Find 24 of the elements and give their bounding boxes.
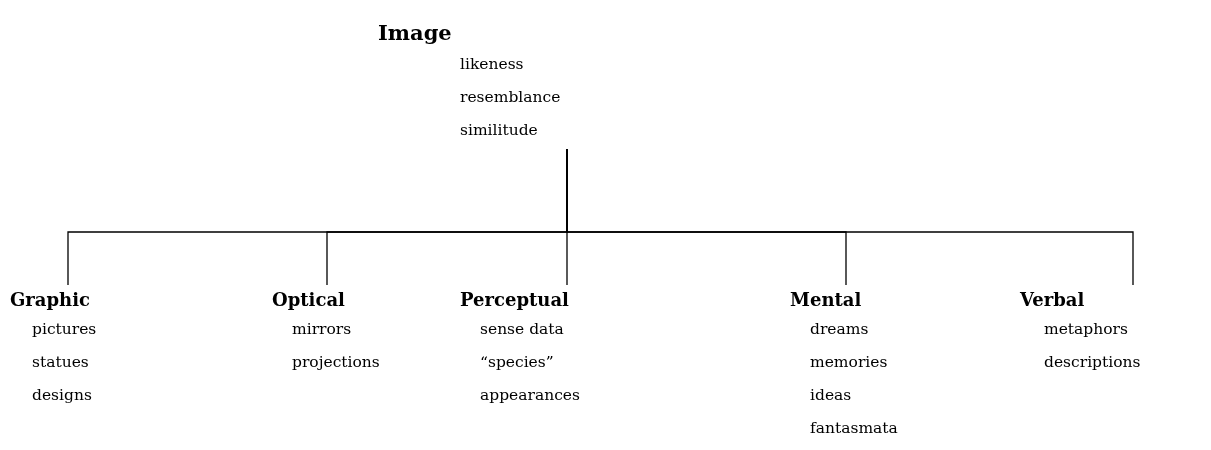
category-heading: Mental (790, 288, 863, 312)
category-item: fantasmata (809, 418, 898, 439)
category-item: memories (809, 352, 889, 373)
category-item: sense data (479, 319, 565, 340)
category-item: pictures (31, 319, 97, 340)
category-item: similitude (459, 120, 539, 141)
category-item: “species” (479, 352, 555, 373)
category-heading: Image (378, 19, 453, 47)
category-item: likeness (459, 54, 525, 75)
category-heading: Optical (272, 288, 346, 312)
category-item: appearances (479, 385, 580, 406)
category-item: designs (31, 385, 93, 406)
category-item: metaphors (1043, 319, 1129, 340)
category-item: dreams (809, 319, 870, 340)
category-item: resemblance (459, 87, 561, 108)
tree-connector (566, 148, 1134, 286)
category-heading: Verbal (1020, 288, 1086, 312)
category-heading: Graphic (10, 288, 91, 312)
category-item: projections (291, 352, 380, 373)
category-heading: Perceptual (460, 288, 570, 312)
category-item: mirrors (291, 319, 353, 340)
category-item: descriptions (1043, 352, 1141, 373)
category-item: statues (31, 352, 90, 373)
category-item: ideas (809, 385, 853, 406)
